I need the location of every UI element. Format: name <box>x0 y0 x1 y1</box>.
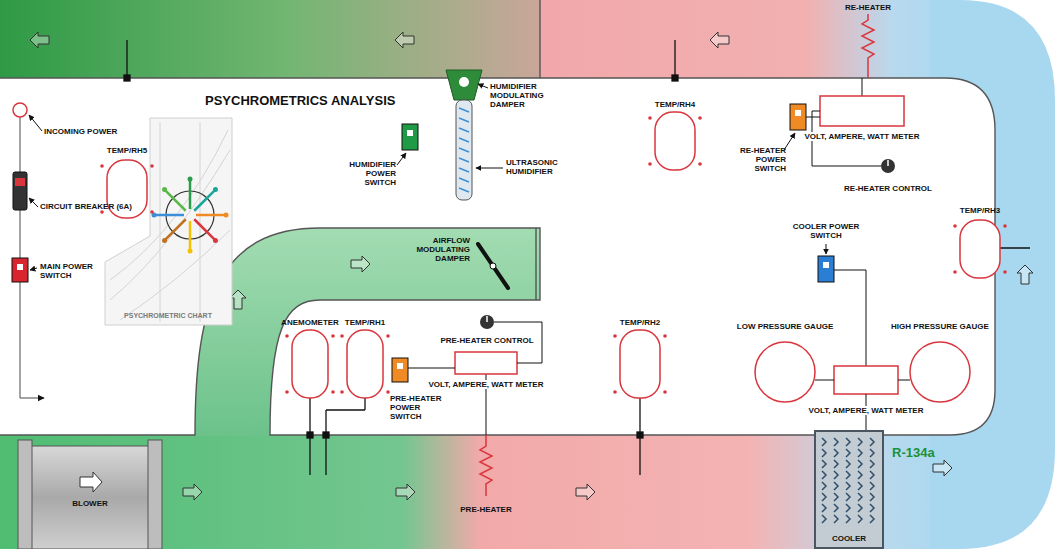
cooler-fins <box>816 432 882 547</box>
switch-label: COOLER POWER SWITCH <box>790 222 862 240</box>
switch-label: RE-HEATER POWER SWITCH <box>726 146 786 174</box>
sensor-label: TEMP/RH5 <box>107 146 147 155</box>
gauge-label: HIGH PRESSURE GAUGE <box>891 322 989 331</box>
diagram-title: PSYCHROMETRICS ANALYSIS <box>205 93 395 108</box>
switch-label: MAIN POWER SWITCH <box>40 262 100 280</box>
re-heater <box>784 14 904 173</box>
control-label: PRE-HEATER CONTROL <box>440 336 533 345</box>
refrigerant-label: R-134a <box>892 446 935 461</box>
meter-label: VOLT, AMPERE, WATT METER <box>807 406 926 415</box>
meter-label: VOLT, AMPERE, WATT METER <box>427 380 546 389</box>
cooler-unit: COOLER <box>814 430 884 549</box>
damper-label: HUMIDIFIER MODULATING DAMPER <box>490 82 554 110</box>
heater-label: RE-HEATER <box>845 3 891 12</box>
sensor-label: TEMP/RH4 <box>655 100 695 109</box>
sensor-label: ANEMOMETER <box>281 318 339 327</box>
power-wiring <box>12 103 44 398</box>
psychrometric-chart <box>105 118 232 325</box>
heater-label: PRE-HEATER <box>460 505 511 514</box>
sensor-label: TEMP/RH1 <box>345 318 385 327</box>
breaker-label: CIRCUIT BREAKER (6A) <box>40 202 132 211</box>
switch-label: PRE-HEATER POWER SWITCH <box>390 394 450 422</box>
sensor-capsules <box>107 112 1000 398</box>
pre-heater <box>392 244 542 496</box>
meter-label: VOLT, AMPERE, WATT METER <box>803 132 922 141</box>
chart-label: PSYCHROMETRIC CHART <box>124 312 212 320</box>
blower <box>18 440 162 549</box>
gauge-label: LOW PRESSURE GAUGE <box>737 322 833 331</box>
damper-label: AIRFLOW MODULATING DAMPER <box>408 236 470 264</box>
sensor-probes <box>124 40 1030 475</box>
cooling-unit <box>755 244 970 430</box>
sensor-label: TEMP/RH2 <box>620 318 660 327</box>
control-label: RE-HEATER CONTROL <box>844 184 932 193</box>
switch-label: HUMIDIFIER POWER SWITCH <box>336 160 396 188</box>
humidifier-label: ULTRASONIC HUMIDIFIER <box>506 158 568 176</box>
power-label: INCOMING POWER <box>44 127 117 136</box>
blower-label: BLOWER <box>72 499 108 508</box>
humidifier <box>397 70 503 200</box>
node-label: COOLER <box>829 533 869 544</box>
sensor-label: TEMP/RH3 <box>960 206 1000 215</box>
